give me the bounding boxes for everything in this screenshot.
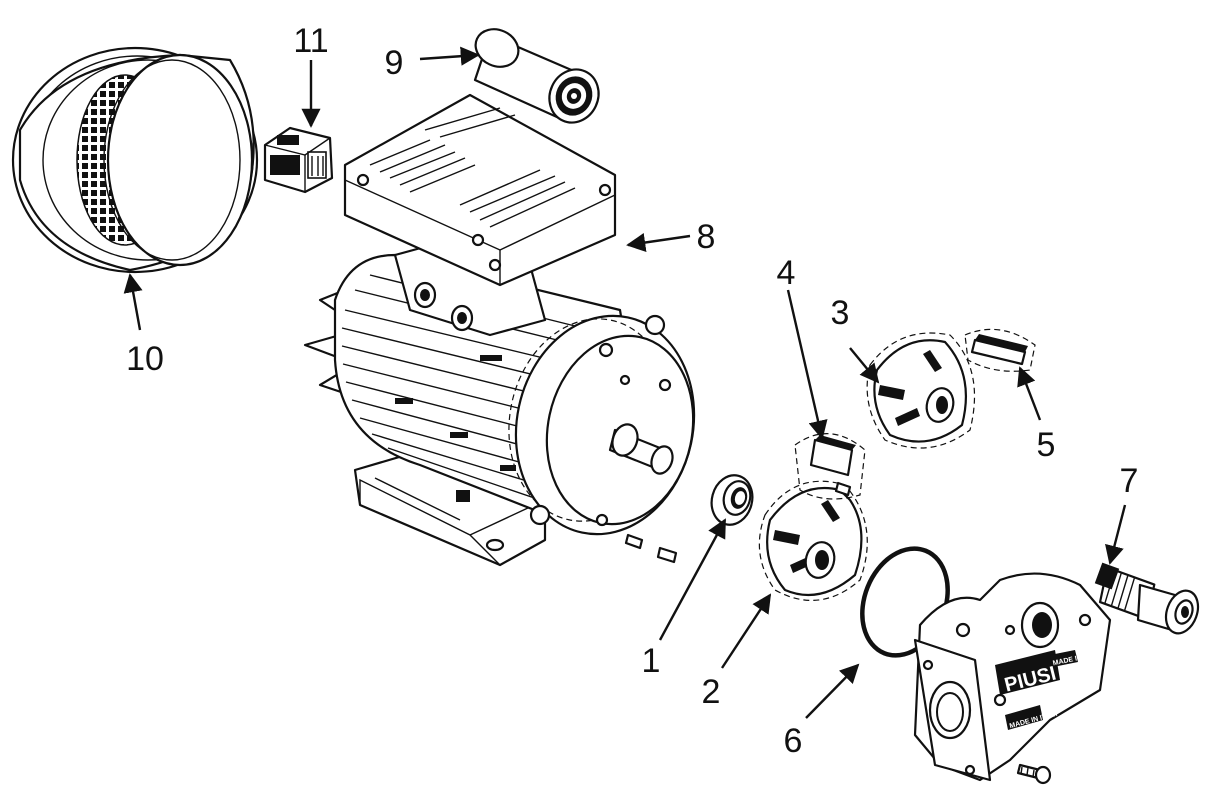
fan-cover	[11, 46, 259, 274]
callout-4: 4	[777, 254, 796, 292]
motor	[303, 238, 696, 567]
callout-1: 1	[642, 642, 661, 680]
rotor	[758, 480, 868, 601]
keys	[624, 533, 678, 564]
leader-lines	[123, 46, 1127, 719]
callout-8: 8	[697, 218, 716, 256]
callout-5: 5	[1037, 426, 1056, 464]
switch	[263, 126, 334, 194]
callout-11: 11	[293, 22, 328, 60]
callout-9: 9	[385, 44, 404, 82]
terminal-box-cover	[343, 93, 617, 287]
bypass-valve	[1094, 562, 1200, 635]
bolt	[1016, 763, 1052, 785]
callout-10: 10	[126, 340, 164, 378]
callout-7: 7	[1120, 462, 1139, 500]
callout-labels: 9 11 10 8 4 3 5 7 1 2 6	[126, 22, 1138, 760]
callout-3: 3	[831, 294, 850, 332]
callout-2: 2	[702, 673, 721, 711]
callout-6: 6	[784, 722, 803, 760]
rotor-alt	[866, 332, 976, 449]
vane	[794, 433, 866, 500]
seal	[710, 474, 754, 526]
capacitor	[473, 28, 600, 124]
pump-body: PIUSI MADE IN ITALY MADE IN ITALY	[913, 572, 1112, 782]
vane-alt	[964, 328, 1036, 372]
pump-logo: PIUSI	[995, 650, 1060, 697]
